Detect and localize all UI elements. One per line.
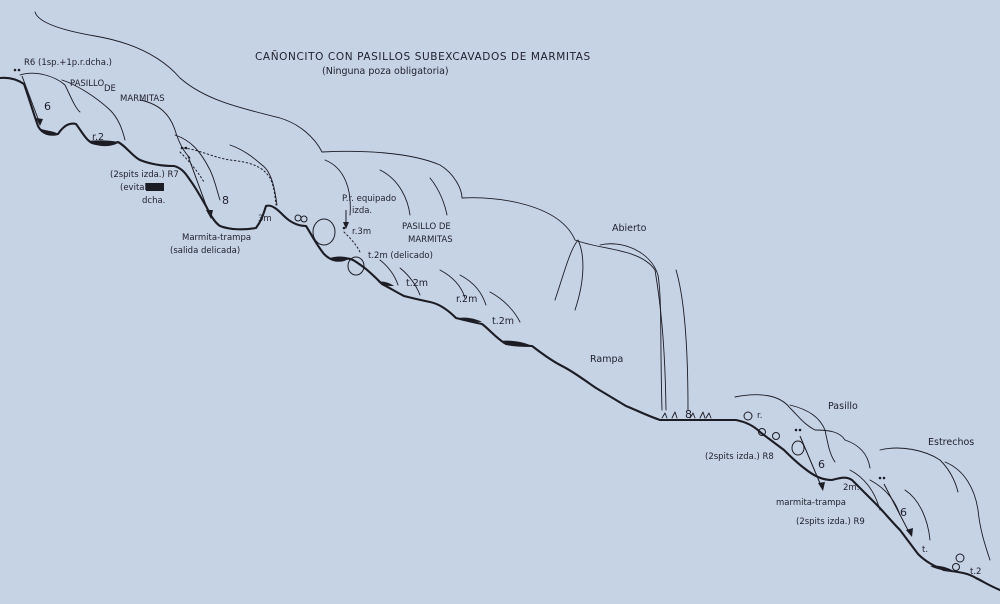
dotted-path-pr xyxy=(343,231,361,253)
label-abierto: Abierto xyxy=(612,223,647,234)
anchor-r6b xyxy=(17,68,21,72)
wall-inner-3 xyxy=(229,144,278,206)
wall-contours xyxy=(19,11,991,561)
boulder-4 xyxy=(347,256,365,276)
label-three-m: 3m xyxy=(258,214,272,224)
pool-1 xyxy=(38,128,58,136)
wall-inner-1 xyxy=(19,72,126,141)
boulder-8 xyxy=(791,440,805,456)
boulder-6 xyxy=(758,428,766,436)
boulder-9 xyxy=(955,553,965,563)
dotted-path-r7 xyxy=(183,147,277,206)
label-pr-b: izda. xyxy=(352,206,372,216)
label-pasillo1-c: MARMITAS xyxy=(120,94,165,104)
label-r2m: r.2m xyxy=(456,294,477,305)
label-r6: R6 (1sp.+1p.r.dcha.) xyxy=(24,58,112,68)
label-pasillo3: Pasillo xyxy=(828,401,858,412)
label-pr-a: P.r. equipado xyxy=(342,194,396,204)
pool-5 xyxy=(458,317,482,322)
label-estrechos: Estrechos xyxy=(928,437,974,448)
label-t2m-b: t.2m xyxy=(492,316,514,327)
boulder-10 xyxy=(952,563,960,571)
label-six-c: 6 xyxy=(900,506,907,519)
anchor-r8b xyxy=(798,428,802,432)
label-eight-b: 8 xyxy=(685,408,692,421)
wall-right-4 xyxy=(849,469,931,541)
title-line1: CAÑONCITO CON PASILLOS SUBEXCAVADOS DE M… xyxy=(255,50,591,63)
arrow-r9-head xyxy=(906,528,913,537)
wall-abierto xyxy=(554,239,689,411)
anchor-r7a xyxy=(180,146,184,150)
boulder-7 xyxy=(772,432,780,440)
label-six-b: 6 xyxy=(818,458,825,471)
label-six-a: 6 xyxy=(44,100,51,113)
label-t2m-a: t.2m xyxy=(406,278,428,289)
boulder-3 xyxy=(300,215,308,223)
label-t2-end: t.2 xyxy=(970,567,981,577)
anchor-r8a xyxy=(794,428,798,432)
arrow-pr-head xyxy=(343,222,349,229)
label-pasillo1-b: DE xyxy=(104,84,116,94)
anchor-r7b xyxy=(184,146,188,150)
label-pasillo2-a: PASILLO DE xyxy=(402,222,451,232)
arrow-r8-head xyxy=(818,482,825,491)
boulder-1 xyxy=(312,218,336,246)
title-line2: (Ninguna poza obligatoria) xyxy=(322,66,449,77)
label-r8: (2spits izda.) R8 xyxy=(705,452,774,462)
label-r7-c: dcha. xyxy=(142,196,165,206)
label-r7-a: (2spits izda.) R7 xyxy=(110,170,179,180)
pools xyxy=(38,128,952,571)
arrow-r7 xyxy=(187,155,211,217)
arrow-r9 xyxy=(883,483,911,535)
label-marmita2: marmita-trampa xyxy=(776,498,846,508)
label-pasillo1-a: PASILLO xyxy=(70,79,104,89)
label-rampa: Rampa xyxy=(590,354,623,365)
canyon-floor xyxy=(0,76,1000,592)
pool-3 xyxy=(330,256,350,262)
wall-right-2 xyxy=(789,404,871,469)
scribble-mark xyxy=(146,183,164,191)
pool-2 xyxy=(88,140,118,146)
rappel-arrows xyxy=(21,75,913,537)
arrow-r7-head xyxy=(206,210,213,219)
wall-inner-6 xyxy=(379,259,421,296)
wall-right-1 xyxy=(734,394,846,441)
pool-6 xyxy=(500,340,530,346)
wall-inner-2 xyxy=(139,99,221,201)
label-r9: (2spits izda.) R9 xyxy=(796,517,865,527)
label-marmita1-a: Marmita-trampa xyxy=(182,233,251,243)
boulder-2 xyxy=(294,214,302,222)
boulder-5 xyxy=(743,411,753,421)
pool-4 xyxy=(378,281,394,286)
anchor-pr xyxy=(342,226,346,230)
label-t-dot: t. xyxy=(922,545,928,555)
anchor-r9a xyxy=(878,476,882,480)
label-pasillo2-b: MARMITAS xyxy=(408,235,453,245)
wall-inner-4 xyxy=(324,159,448,216)
label-r-small: r. xyxy=(757,411,762,421)
label-r2: r.2 xyxy=(92,132,104,143)
wall-outer-top xyxy=(34,11,667,411)
arrow-r6 xyxy=(21,75,41,125)
label-eight-a: 8 xyxy=(222,194,229,207)
arrow-r8 xyxy=(799,435,823,489)
anchor-r6a xyxy=(13,68,17,72)
boulders xyxy=(294,214,965,571)
label-marmita1-b: (salida delicada) xyxy=(170,246,240,256)
wall-right-3 xyxy=(879,447,991,561)
dotted-path-r7b xyxy=(179,151,205,183)
anchors xyxy=(13,68,886,480)
wall-inner-5 xyxy=(439,269,521,323)
label-r7-b: (evitable xyxy=(120,183,157,193)
pool-7 xyxy=(930,565,952,571)
text-labels: CAÑONCITO CON PASILLOS SUBEXCAVADOS DE M… xyxy=(24,50,981,577)
label-two-m: 2m. xyxy=(843,483,859,493)
label-t2m-delicado: t.2m (delicado) xyxy=(368,251,433,261)
dotted-paths xyxy=(179,147,361,253)
arrow-r6-head xyxy=(36,118,43,126)
anchor-r9b xyxy=(882,476,886,480)
grass-marks xyxy=(661,411,712,419)
label-r3m: r.3m xyxy=(352,227,371,237)
